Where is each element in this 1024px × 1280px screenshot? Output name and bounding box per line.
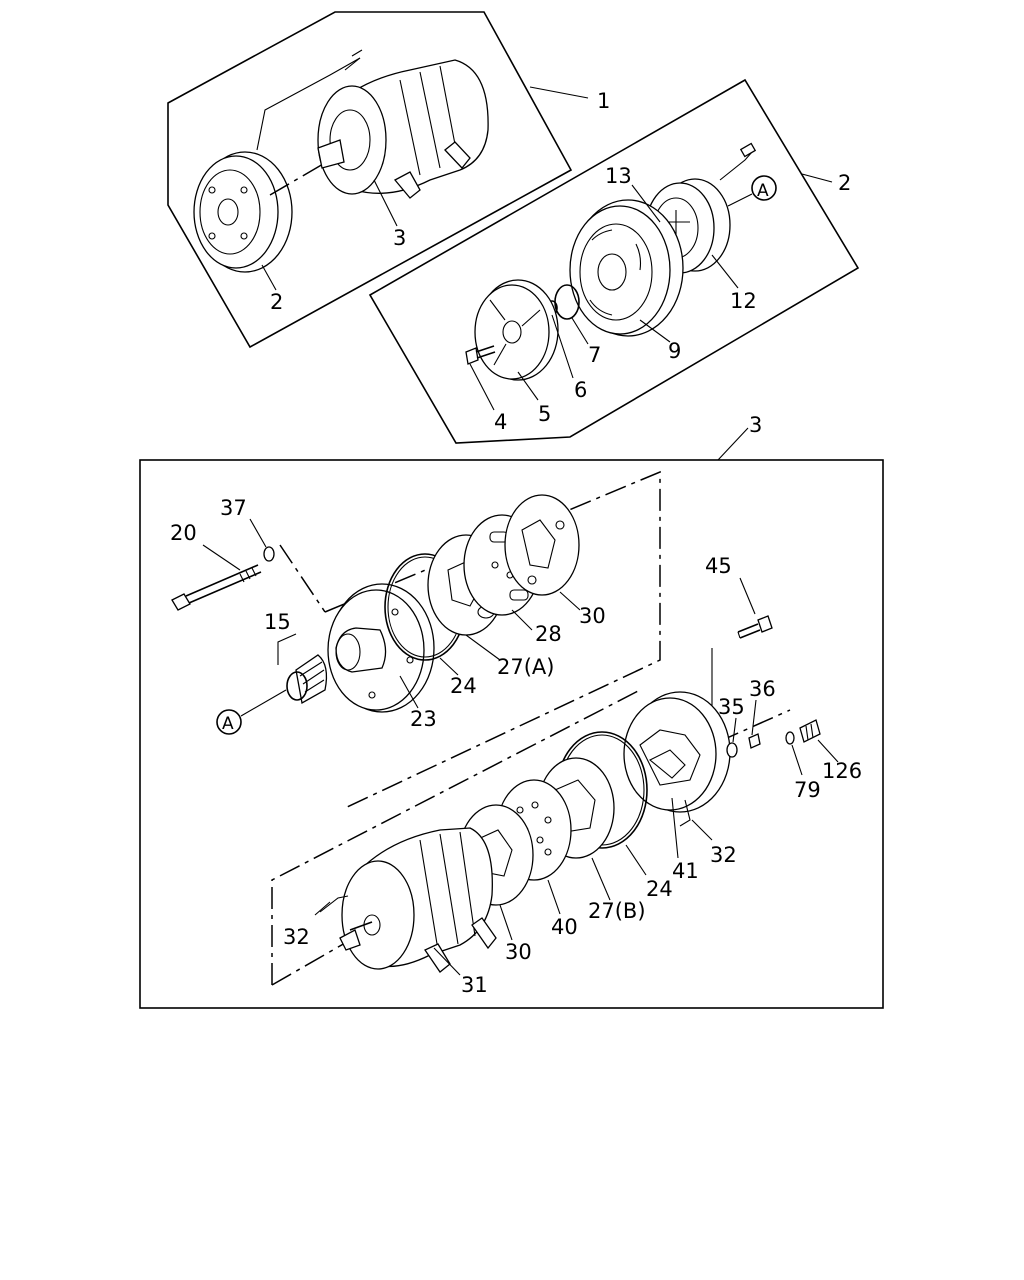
callout-27b: 27(B) bbox=[588, 899, 646, 923]
callout-28: 28 bbox=[535, 622, 562, 646]
callout-37: 37 bbox=[220, 496, 247, 520]
callout-5: 5 bbox=[538, 402, 551, 426]
callout-36: 36 bbox=[749, 677, 776, 701]
armature-plate-drawing bbox=[474, 279, 559, 381]
snap-ring-drawing bbox=[554, 284, 580, 320]
cylinder-block-drawing bbox=[339, 827, 497, 973]
callout-32-right: 32 bbox=[710, 843, 737, 867]
callout-9: 9 bbox=[668, 339, 681, 363]
callout-7: 7 bbox=[588, 343, 601, 367]
callout-3-top: 3 bbox=[393, 226, 406, 250]
pulley-drawing bbox=[569, 199, 684, 337]
callout-27a: 27(A) bbox=[497, 655, 554, 679]
callout-15: 15 bbox=[264, 610, 291, 634]
washer-79-drawing bbox=[785, 731, 795, 745]
callout-2-left: 2 bbox=[270, 290, 283, 314]
ref-a-circle-top bbox=[751, 175, 777, 201]
callout-12: 12 bbox=[730, 289, 757, 313]
callout-40: 40 bbox=[551, 915, 578, 939]
washer-37-drawing bbox=[263, 546, 275, 562]
callout-a-bottom: A bbox=[222, 714, 234, 734]
ref-a-circle-bottom bbox=[216, 709, 242, 735]
assembly-frame bbox=[167, 11, 573, 349]
callout-24-bottom: 24 bbox=[646, 877, 673, 901]
callout-31: 31 bbox=[461, 973, 488, 997]
callout-1: 1 bbox=[597, 89, 610, 113]
callout-30-bottom: 30 bbox=[505, 940, 532, 964]
front-head-drawing bbox=[327, 583, 435, 713]
compressor-drawing bbox=[317, 49, 489, 199]
callout-6: 6 bbox=[574, 378, 587, 402]
clutch-frame bbox=[368, 78, 860, 444]
callout-79: 79 bbox=[794, 778, 821, 802]
callout-126: 126 bbox=[822, 759, 862, 783]
callout-a-top: A bbox=[757, 181, 769, 201]
compressor-detail-box bbox=[139, 459, 884, 1009]
through-bolt-drawing bbox=[171, 564, 262, 611]
callout-2-right: 2 bbox=[838, 171, 851, 195]
valve-126-drawing bbox=[799, 719, 821, 743]
valve-plate-top-drawing bbox=[504, 494, 580, 596]
callout-20: 20 bbox=[170, 521, 197, 545]
shaft-seal-drawing bbox=[277, 633, 328, 705]
callout-3-box: 3 bbox=[749, 413, 762, 437]
leader-lines bbox=[202, 86, 839, 976]
callout-24-top: 24 bbox=[450, 674, 477, 698]
callout-41: 41 bbox=[672, 859, 699, 883]
clutch-assembly-drawing bbox=[193, 151, 293, 273]
rear-cover-drawing bbox=[623, 691, 731, 813]
callout-13: 13 bbox=[605, 164, 632, 188]
callout-35: 35 bbox=[718, 695, 745, 719]
washer-35-drawing bbox=[726, 742, 738, 758]
callout-4: 4 bbox=[494, 410, 507, 434]
plug-36-drawing bbox=[748, 733, 761, 749]
callout-30-top: 30 bbox=[579, 604, 606, 628]
callout-23: 23 bbox=[410, 707, 437, 731]
callout-32-left: 32 bbox=[283, 925, 310, 949]
callout-45: 45 bbox=[705, 554, 732, 578]
hub-bolt-drawing bbox=[465, 345, 496, 365]
rear-bolt-drawing bbox=[737, 615, 773, 639]
